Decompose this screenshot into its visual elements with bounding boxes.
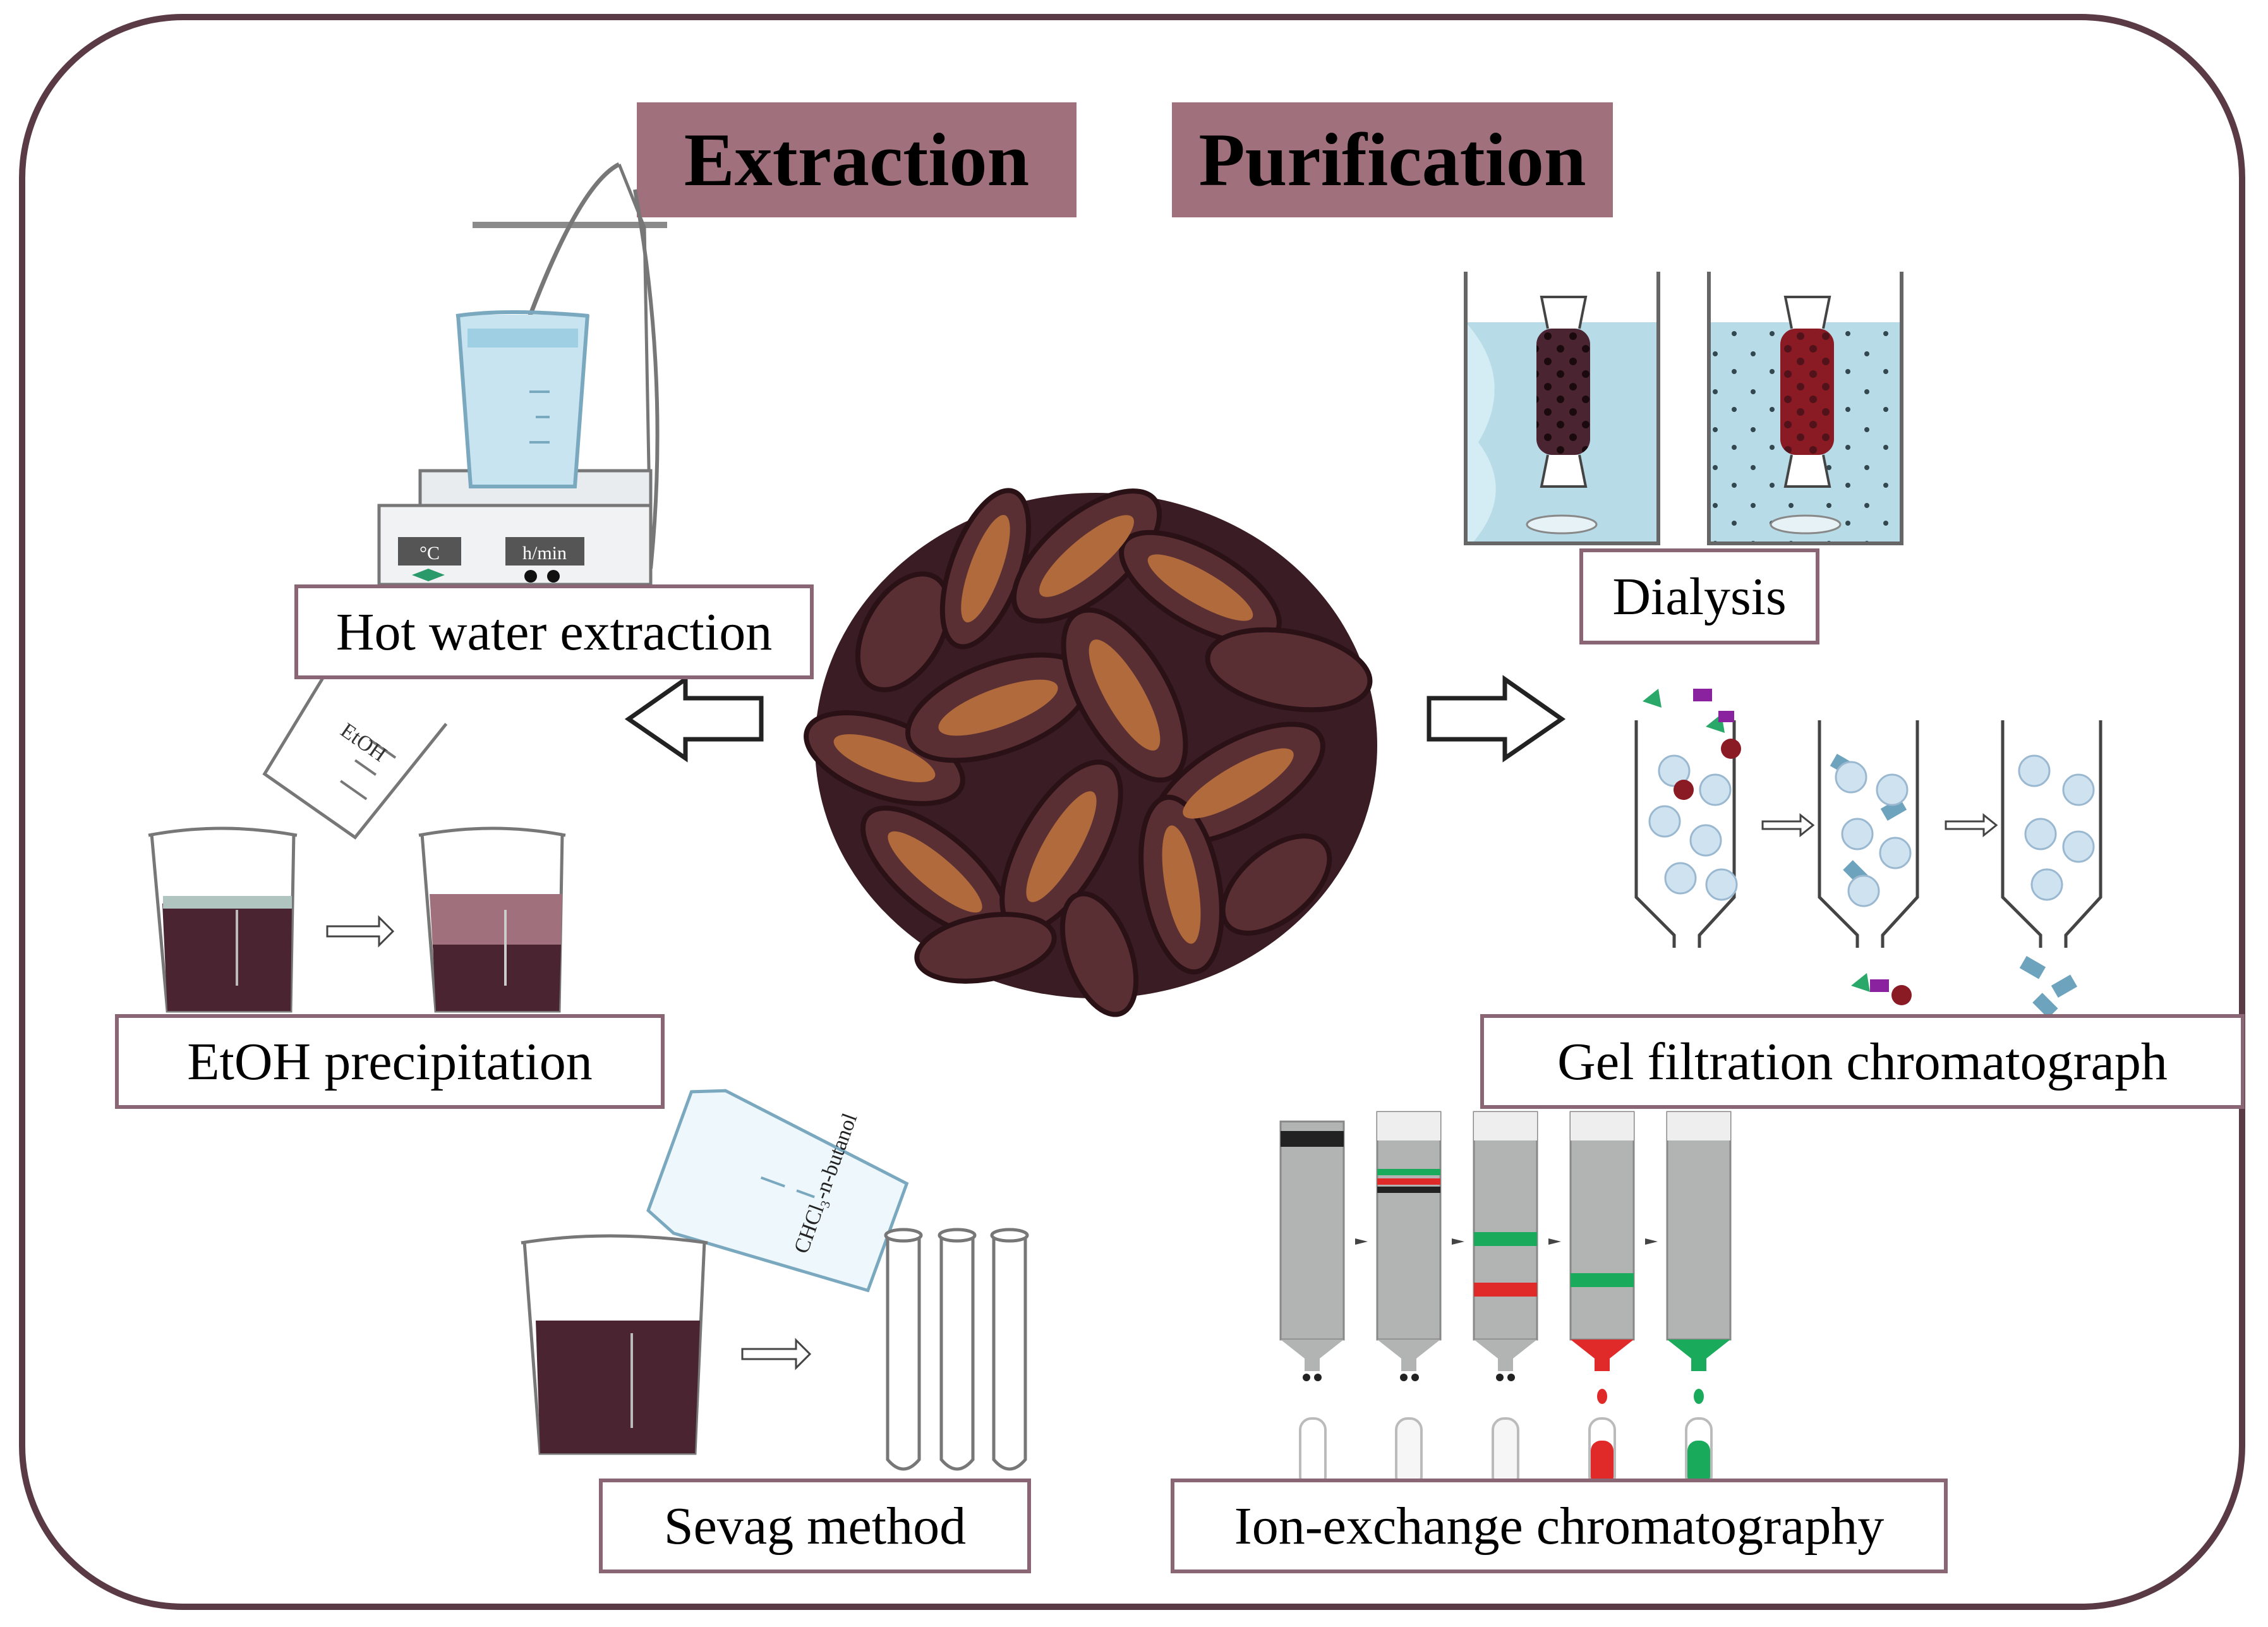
sevag-beaker: [521, 1234, 708, 1455]
dialysis-tank-1: [1464, 272, 1660, 545]
ion-column-1: [1279, 1120, 1345, 1489]
ion-step-arrows: [1355, 1238, 1658, 1245]
ion-exchange-label: Ion-exchange chromatography: [1171, 1479, 1948, 1573]
arrow-sevag: [741, 1338, 812, 1370]
gel-column-1: [1634, 689, 1741, 948]
arrow-right-to-purification: [1427, 675, 1566, 763]
dialysis-label: Dialysis: [1579, 548, 1819, 644]
gel-arrow-2: [1945, 813, 1998, 838]
gel-column-2: [1818, 720, 1919, 1005]
arrow-left-to-extraction: [624, 675, 764, 763]
temp-display: °C: [419, 543, 440, 564]
etoh-beaker-before: [148, 826, 298, 1013]
hot-water-extraction-label: Hot water extraction: [294, 584, 814, 679]
sevag-flask: CHCl₃-n-butanol: [646, 1089, 909, 1293]
etoh-beaker-after: [418, 826, 566, 1013]
diagram-frame: [19, 14, 2245, 1610]
dialysis-tank-2: [1707, 272, 1903, 545]
sevag-test-tubes: [884, 1228, 1029, 1471]
ion-column-4: [1569, 1111, 1635, 1489]
extraction-beaker: [455, 310, 589, 488]
ion-column-5: [1666, 1111, 1732, 1489]
extraction-header: Extraction: [637, 102, 1077, 217]
gel-arrow-1: [1761, 813, 1815, 838]
ion-column-2: [1376, 1111, 1442, 1489]
hot-plate-stirrer: °C h/min: [377, 162, 667, 586]
etoh-precipitation-label: EtOH precipitation: [115, 1014, 665, 1109]
purification-header: Purification: [1172, 102, 1613, 217]
sevag-method-label: Sevag method: [599, 1479, 1031, 1573]
dried-jujube-pile: [804, 488, 1377, 1017]
etoh-pouring-beaker: EtOH: [262, 648, 448, 840]
gel-filtration-label: Gel filtration chromatograph: [1480, 1014, 2245, 1109]
time-display: h/min: [522, 543, 567, 564]
ion-column-3: [1473, 1111, 1538, 1489]
arrow-etoh: [326, 915, 395, 948]
gel-column-3: [2001, 720, 2102, 1019]
